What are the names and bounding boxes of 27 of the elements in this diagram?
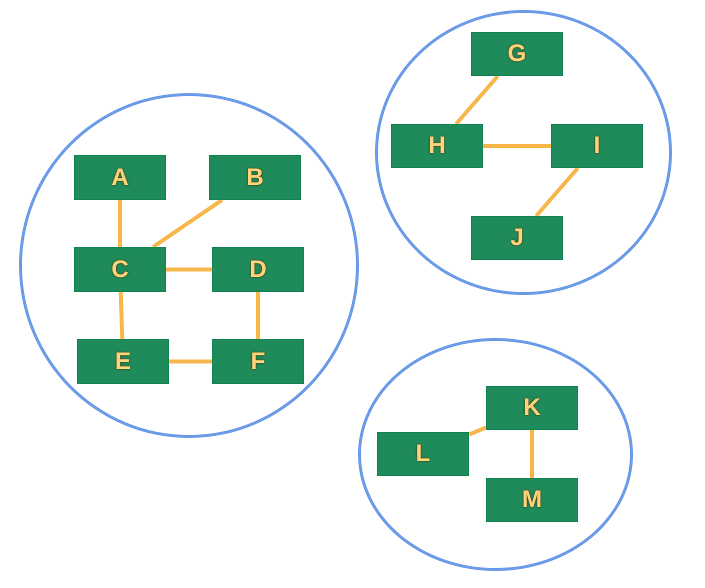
- connector-line: [530, 430, 534, 478]
- node-box: A: [74, 155, 166, 200]
- group-circle: [358, 338, 633, 571]
- connector-line: [118, 200, 122, 247]
- node-box: J: [471, 216, 563, 260]
- node-box: F: [212, 339, 304, 384]
- connector-line: [454, 74, 500, 126]
- connector-line: [483, 144, 551, 148]
- node-box: K: [486, 386, 578, 430]
- node-box: G: [471, 32, 563, 76]
- node-box: B: [209, 155, 301, 200]
- connector-line: [169, 360, 212, 364]
- connector-line: [166, 268, 212, 272]
- node-box: M: [486, 478, 578, 522]
- group-circle: [375, 10, 672, 295]
- node-box: E: [77, 339, 169, 384]
- node-box: L: [377, 432, 469, 476]
- connector-line: [468, 426, 487, 436]
- group-circle: [19, 93, 359, 438]
- node-box: C: [74, 247, 166, 292]
- connector-line: [118, 292, 124, 340]
- connector-line: [256, 292, 260, 339]
- connector-line: [534, 166, 580, 218]
- node-box: H: [391, 124, 483, 168]
- node-box: I: [551, 124, 643, 168]
- connector-line: [152, 198, 224, 249]
- node-box: D: [212, 247, 304, 292]
